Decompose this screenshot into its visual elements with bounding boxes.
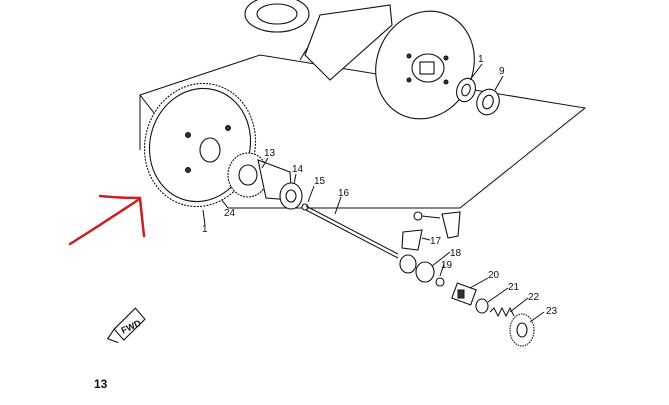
- washer-9: [476, 88, 500, 116]
- seal-18: [415, 261, 435, 283]
- nut-21: [475, 298, 489, 314]
- label-part-24: 24: [224, 208, 236, 219]
- label-part-1: 1: [202, 224, 208, 235]
- red-annotation-arrow: [68, 194, 146, 246]
- label-part-16: 16: [338, 188, 350, 199]
- label-part-2: 1: [478, 54, 484, 65]
- label-part-23: 23: [546, 306, 558, 317]
- spring-22: [489, 306, 515, 318]
- washer-2: [456, 77, 476, 103]
- label-part-14: 14: [292, 164, 304, 175]
- leader-lines: [202, 63, 545, 323]
- knob-23: [509, 313, 535, 347]
- pressure-plate: [375, 10, 475, 120]
- label-part-17: 17: [430, 236, 442, 247]
- adjuster-20: [451, 282, 477, 306]
- ball-19: [435, 277, 445, 287]
- label-part-22: 22: [528, 292, 540, 303]
- label-part-19: 19: [441, 260, 453, 271]
- washer-14: [279, 182, 303, 210]
- label-part-21: 21: [508, 282, 520, 293]
- label-part-15: 15: [314, 176, 326, 187]
- lever-17: [399, 211, 461, 274]
- label-part-9: 9: [499, 66, 505, 77]
- push-rod-16: [305, 205, 399, 259]
- page-number: 13: [94, 377, 108, 391]
- clutch-plates: [244, 0, 393, 81]
- fwd-marker: FWD: [106, 307, 146, 344]
- label-part-18: 18: [450, 248, 462, 259]
- label-part-13: 13: [264, 148, 276, 159]
- label-part-20: 20: [488, 270, 500, 281]
